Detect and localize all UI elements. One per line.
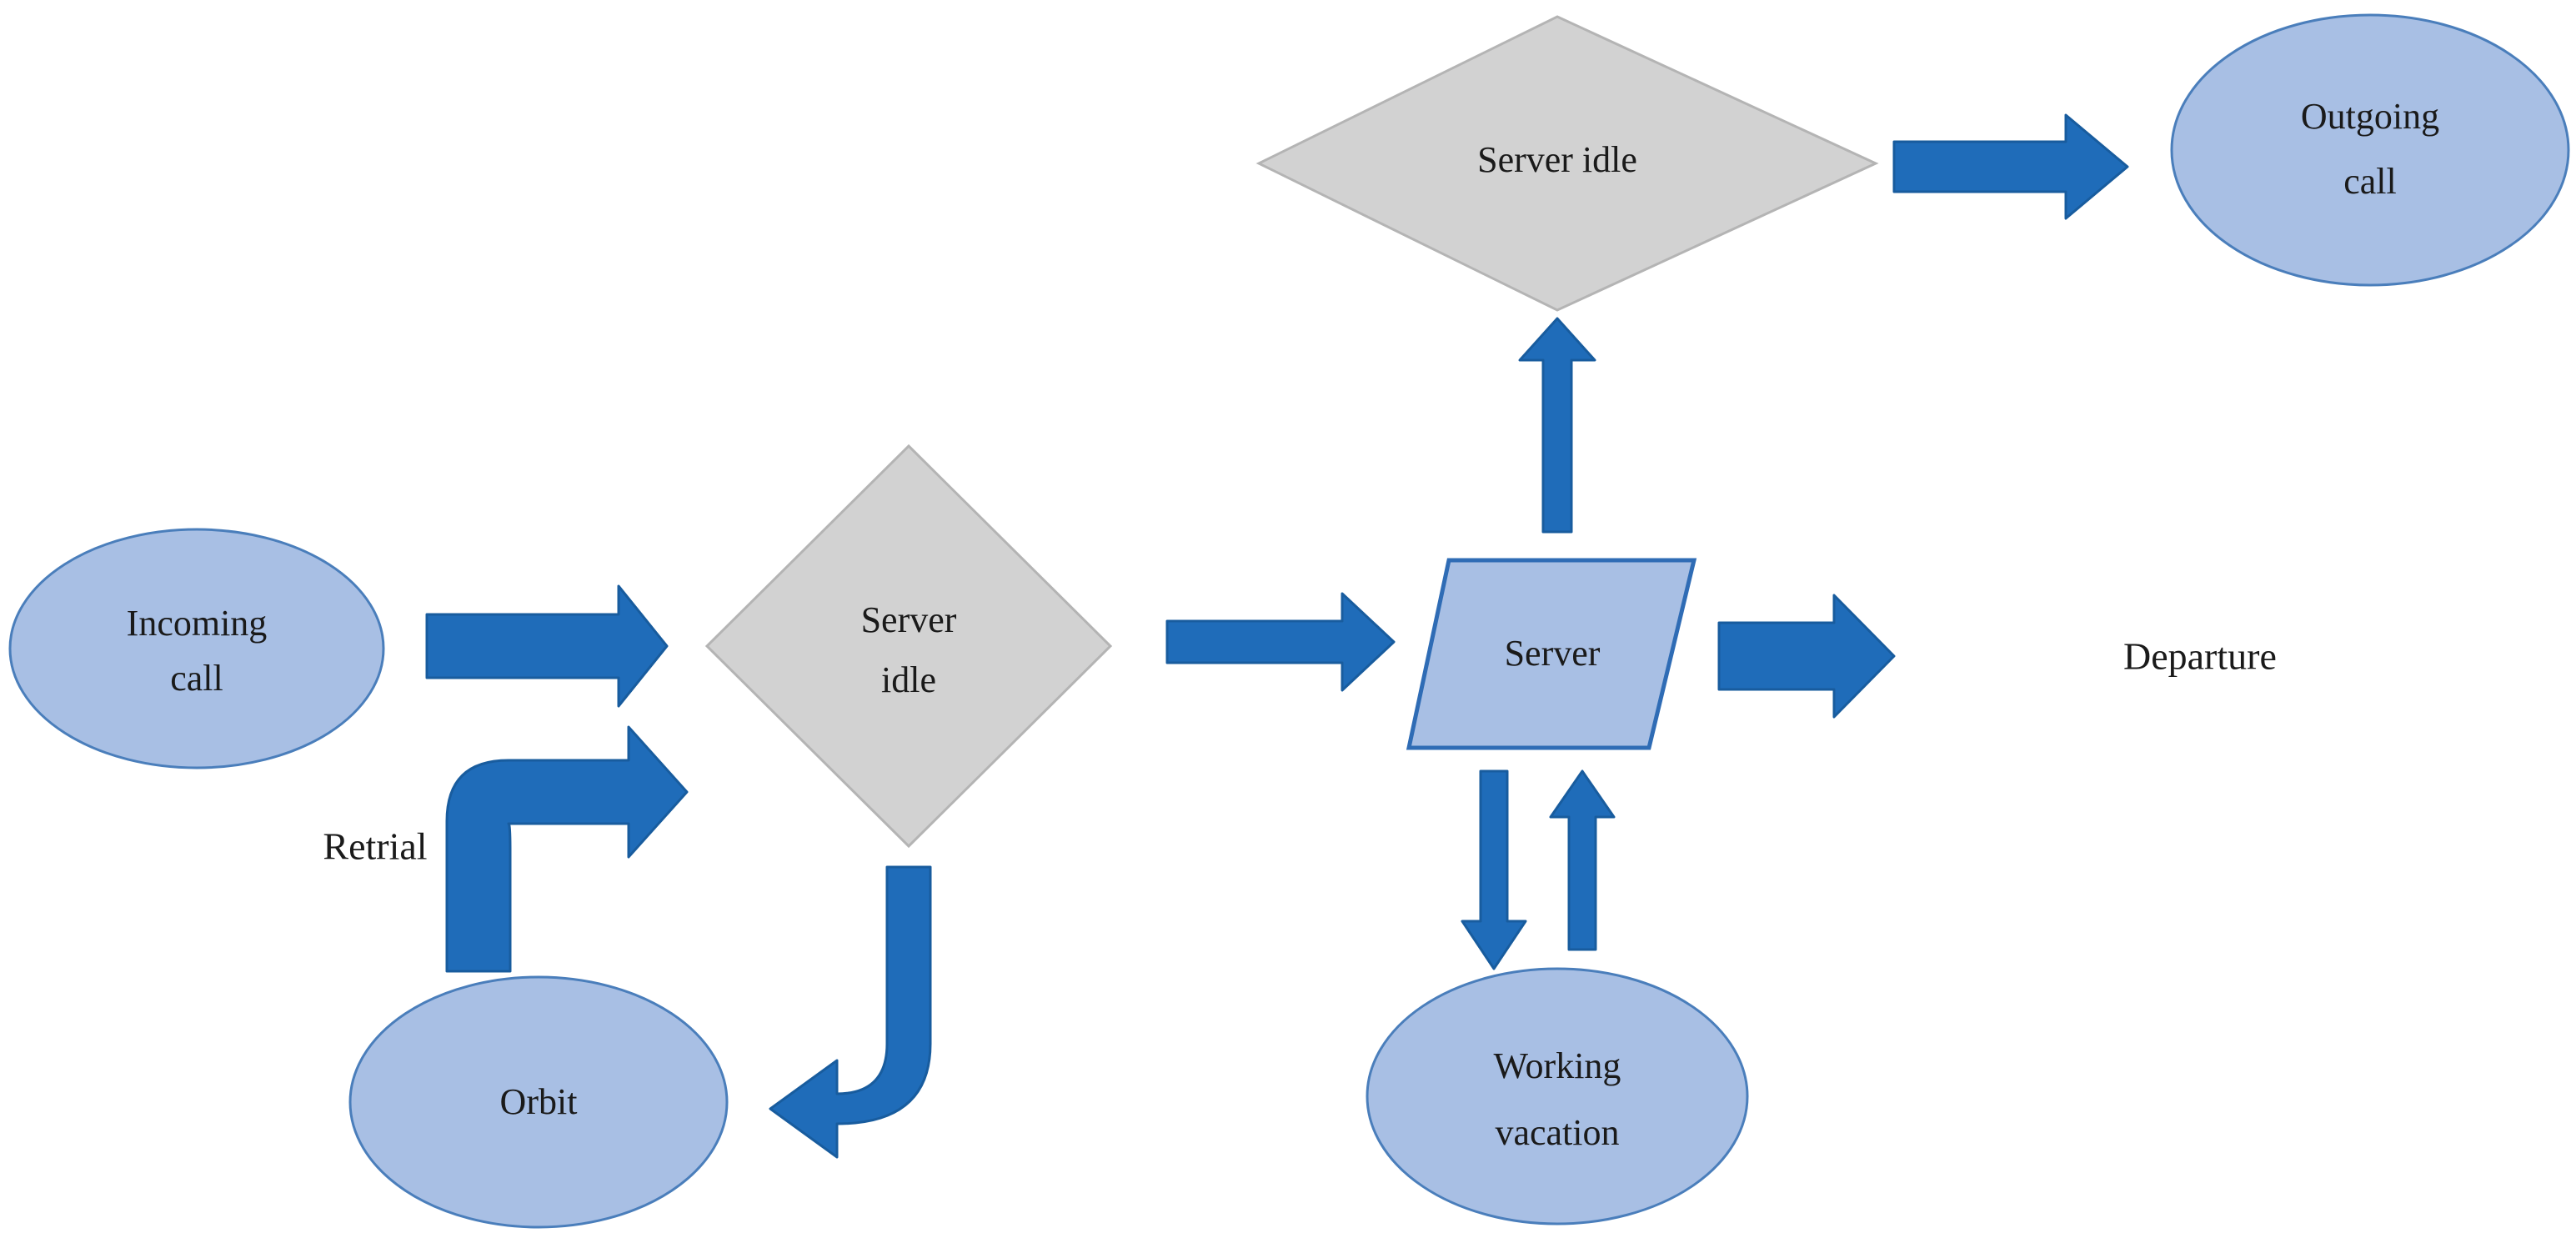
- edge-working-vacation-to-server: [1549, 769, 1616, 951]
- server-idle-top-diamond[interactable]: [1255, 15, 1879, 312]
- node-server-idle-top[interactable]: Server idle: [1255, 15, 1879, 312]
- outgoing-call-label-line1: Outgoing: [2301, 96, 2439, 137]
- server-label: Server: [1505, 633, 1601, 674]
- working-vacation-ellipse[interactable]: [1366, 967, 1749, 1225]
- departure-label: Departure: [2123, 635, 2277, 678]
- arrow-right-outgoing: [1892, 113, 2129, 220]
- retrial-label: Retrial: [323, 825, 427, 868]
- arrow-up-to-server-idle-top: [1518, 317, 1596, 534]
- server-parallelogram[interactable]: [1406, 558, 1697, 750]
- node-working-vacation[interactable]: Working vacation: [1366, 967, 1749, 1225]
- incoming-call-label-line1: Incoming: [127, 603, 268, 644]
- node-outgoing-call[interactable]: Outgoing call: [2170, 13, 2570, 287]
- arrow-elbow-to-orbit: [769, 865, 932, 1159]
- edge-server-idle-to-orbit: [769, 865, 932, 1159]
- node-incoming-call[interactable]: Incoming call: [8, 528, 385, 769]
- node-server[interactable]: Server: [1406, 558, 1697, 750]
- arrow-down-to-vacation: [1461, 769, 1527, 970]
- working-vacation-label-line2: vacation: [1495, 1112, 1619, 1153]
- arrow-elbow-retrial: [445, 725, 689, 973]
- incoming-call-label-line2: call: [170, 658, 223, 699]
- arrow-right-to-server: [1165, 592, 1396, 692]
- edge-server-to-departure: [1717, 594, 1896, 719]
- server-idle-left-label-line1: Server: [861, 599, 957, 640]
- orbit-ellipse[interactable]: [348, 975, 729, 1229]
- outgoing-call-ellipse[interactable]: [2170, 13, 2570, 287]
- edge-orbit-to-server-idle-retrial: [445, 725, 689, 973]
- outgoing-call-label-line2: call: [2343, 161, 2397, 202]
- node-server-idle-left[interactable]: Server idle: [704, 444, 1113, 849]
- node-orbit[interactable]: Orbit: [348, 975, 729, 1229]
- edge-server-to-server-idle-top: [1518, 317, 1596, 534]
- arrow-right-incoming: [425, 584, 669, 708]
- server-idle-left-diamond[interactable]: [704, 444, 1113, 849]
- incoming-call-ellipse[interactable]: [8, 528, 385, 769]
- arrow-right-departure: [1717, 594, 1896, 719]
- orbit-label: Orbit: [500, 1081, 578, 1122]
- edge-server-idle-to-server: [1165, 592, 1396, 692]
- edge-server-to-working-vacation: [1461, 769, 1527, 970]
- edge-server-idle-top-to-outgoing: [1892, 113, 2129, 220]
- server-idle-top-label: Server idle: [1477, 139, 1637, 180]
- edge-incoming-to-server-idle: [425, 584, 669, 708]
- working-vacation-label-line1: Working: [1494, 1045, 1621, 1086]
- arrow-up-to-server: [1549, 769, 1616, 951]
- server-idle-left-label-line2: idle: [881, 659, 936, 700]
